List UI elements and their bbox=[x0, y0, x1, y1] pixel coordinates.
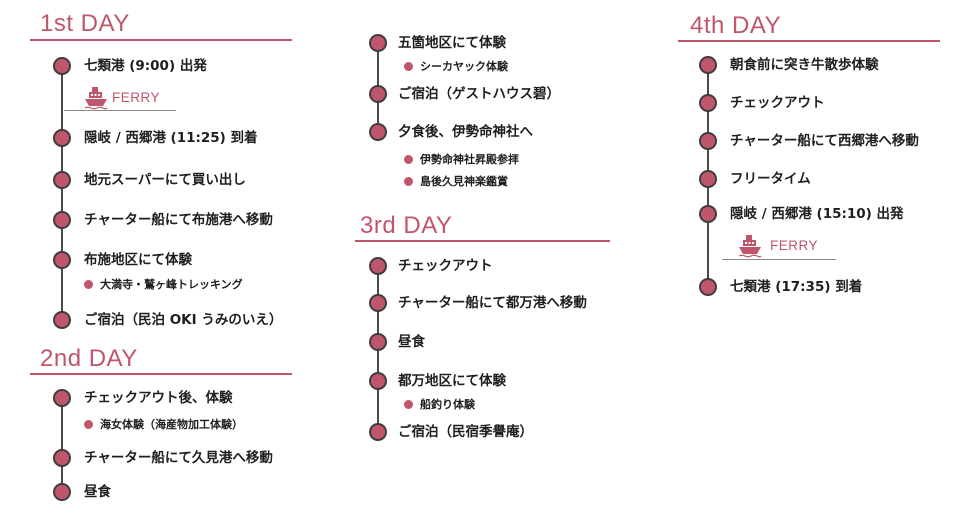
day1-stop-1-marker bbox=[53, 57, 71, 75]
day3-stop-3: 昼食 bbox=[398, 334, 425, 350]
day1-stop-1: 七類港 (9:00) 出発 bbox=[84, 58, 207, 74]
day2-stop-5: ご宿泊（ゲストハウス碧） bbox=[398, 86, 560, 102]
day2-sub-4-bullet bbox=[404, 177, 413, 186]
day3-stop-4-marker bbox=[369, 372, 387, 390]
day2-stop-3-marker bbox=[53, 483, 71, 501]
day2-stop-3: 昼食 bbox=[84, 484, 111, 500]
day4-stop-5: 隠岐 / 西郷港 (15:10) 出発 bbox=[730, 206, 904, 222]
day3-stop-2-marker bbox=[369, 294, 387, 312]
day4-stop-6: 七類港 (17:35) 到着 bbox=[730, 279, 863, 295]
day2-stop-2-marker bbox=[53, 449, 71, 467]
day2-stop-4-marker bbox=[369, 34, 387, 52]
day2-sub-2: シーカヤック体験 bbox=[420, 60, 508, 73]
day2-sub-3-bullet bbox=[404, 155, 413, 164]
day4-ferry: FERRY bbox=[722, 234, 836, 264]
day1-stop-3-marker bbox=[53, 171, 71, 189]
day4-title: 4th DAY bbox=[690, 12, 782, 39]
day1-sub-1-bullet bbox=[84, 280, 93, 289]
day1-ferry: FERRY bbox=[64, 86, 176, 116]
day4-rule bbox=[678, 40, 940, 42]
day4-stop-3: チャーター船にて西郷港へ移動 bbox=[730, 133, 919, 149]
day2-stop-6-marker bbox=[369, 123, 387, 141]
ship-icon bbox=[84, 87, 108, 110]
ship-icon bbox=[738, 235, 762, 258]
day2-sub-3: 伊勢命神社昇殿参拝 bbox=[420, 153, 519, 166]
day1-stop-4-marker bbox=[53, 211, 71, 229]
day4-stop-3-marker bbox=[699, 132, 717, 150]
day3-stop-3-marker bbox=[369, 333, 387, 351]
day2-stop-5-marker bbox=[369, 85, 387, 103]
day1-timeline bbox=[61, 66, 63, 320]
day2-stop-1: チェックアウト後、体験 bbox=[84, 390, 233, 406]
day4-stop-2-marker bbox=[699, 94, 717, 112]
day2-stop-6: 夕食後、伊勢命神社へ bbox=[398, 124, 533, 140]
day1-stop-3: 地元スーパーにて買い出し bbox=[84, 172, 246, 188]
day3-stop-5: ご宿泊（民宿季譽庵） bbox=[398, 424, 533, 440]
day2-stop-1-marker bbox=[53, 389, 71, 407]
day2-sub-2-bullet bbox=[404, 62, 413, 71]
day3-stop-1: チェックアウト bbox=[398, 258, 493, 274]
day4-stop-4-marker bbox=[699, 170, 717, 188]
ferry-label: FERRY bbox=[112, 90, 161, 105]
day2-timeline-a bbox=[61, 398, 63, 492]
day4-stop-4: フリータイム bbox=[730, 171, 811, 187]
day2-stop-4: 五箇地区にて体験 bbox=[398, 35, 506, 51]
day3-title: 3rd DAY bbox=[360, 212, 453, 239]
day2-title: 2nd DAY bbox=[40, 345, 138, 372]
day4-stop-6-marker bbox=[699, 278, 717, 296]
day2-sub-1-bullet bbox=[84, 420, 93, 429]
day1-rule bbox=[30, 39, 292, 41]
day1-stop-5: 布施地区にて体験 bbox=[84, 252, 192, 268]
day3-stop-1-marker bbox=[369, 257, 387, 275]
day2-stop-2: チャーター船にて久見港へ移動 bbox=[84, 450, 273, 466]
day3-sub-1: 船釣り体験 bbox=[420, 398, 475, 411]
day3-stop-2: チャーター船にて都万港へ移動 bbox=[398, 295, 587, 311]
ferry-underline bbox=[64, 110, 176, 111]
day2-rule bbox=[30, 373, 292, 375]
day1-stop-6: ご宿泊（民泊 OKI うみのいえ） bbox=[84, 312, 283, 328]
day2-sub-4: 島後久見神楽鑑賞 bbox=[420, 175, 508, 188]
day1-stop-2-marker bbox=[53, 129, 71, 147]
ferry-label: FERRY bbox=[770, 238, 819, 253]
day4-stop-2: チェックアウト bbox=[730, 95, 825, 111]
day1-sub-1: 大満寺・鷲ヶ峰トレッキング bbox=[100, 278, 243, 291]
day4-stop-1-marker bbox=[699, 56, 717, 74]
day4-stop-1: 朝食前に突き牛散歩体験 bbox=[730, 57, 879, 73]
day1-title: 1st DAY bbox=[40, 10, 130, 37]
ferry-underline bbox=[722, 259, 836, 260]
day1-stop-5-marker bbox=[53, 251, 71, 269]
day3-stop-5-marker bbox=[369, 423, 387, 441]
day3-stop-4: 都万地区にて体験 bbox=[398, 373, 506, 389]
day1-stop-2: 隠岐 / 西郷港 (11:25) 到着 bbox=[84, 130, 258, 146]
day2-sub-1: 海女体験（海産物加工体験） bbox=[100, 418, 243, 431]
day3-rule bbox=[355, 240, 610, 242]
day3-sub-1-bullet bbox=[404, 400, 413, 409]
day1-stop-6-marker bbox=[53, 311, 71, 329]
day4-stop-5-marker bbox=[699, 205, 717, 223]
day1-stop-4: チャーター船にて布施港へ移動 bbox=[84, 212, 273, 228]
